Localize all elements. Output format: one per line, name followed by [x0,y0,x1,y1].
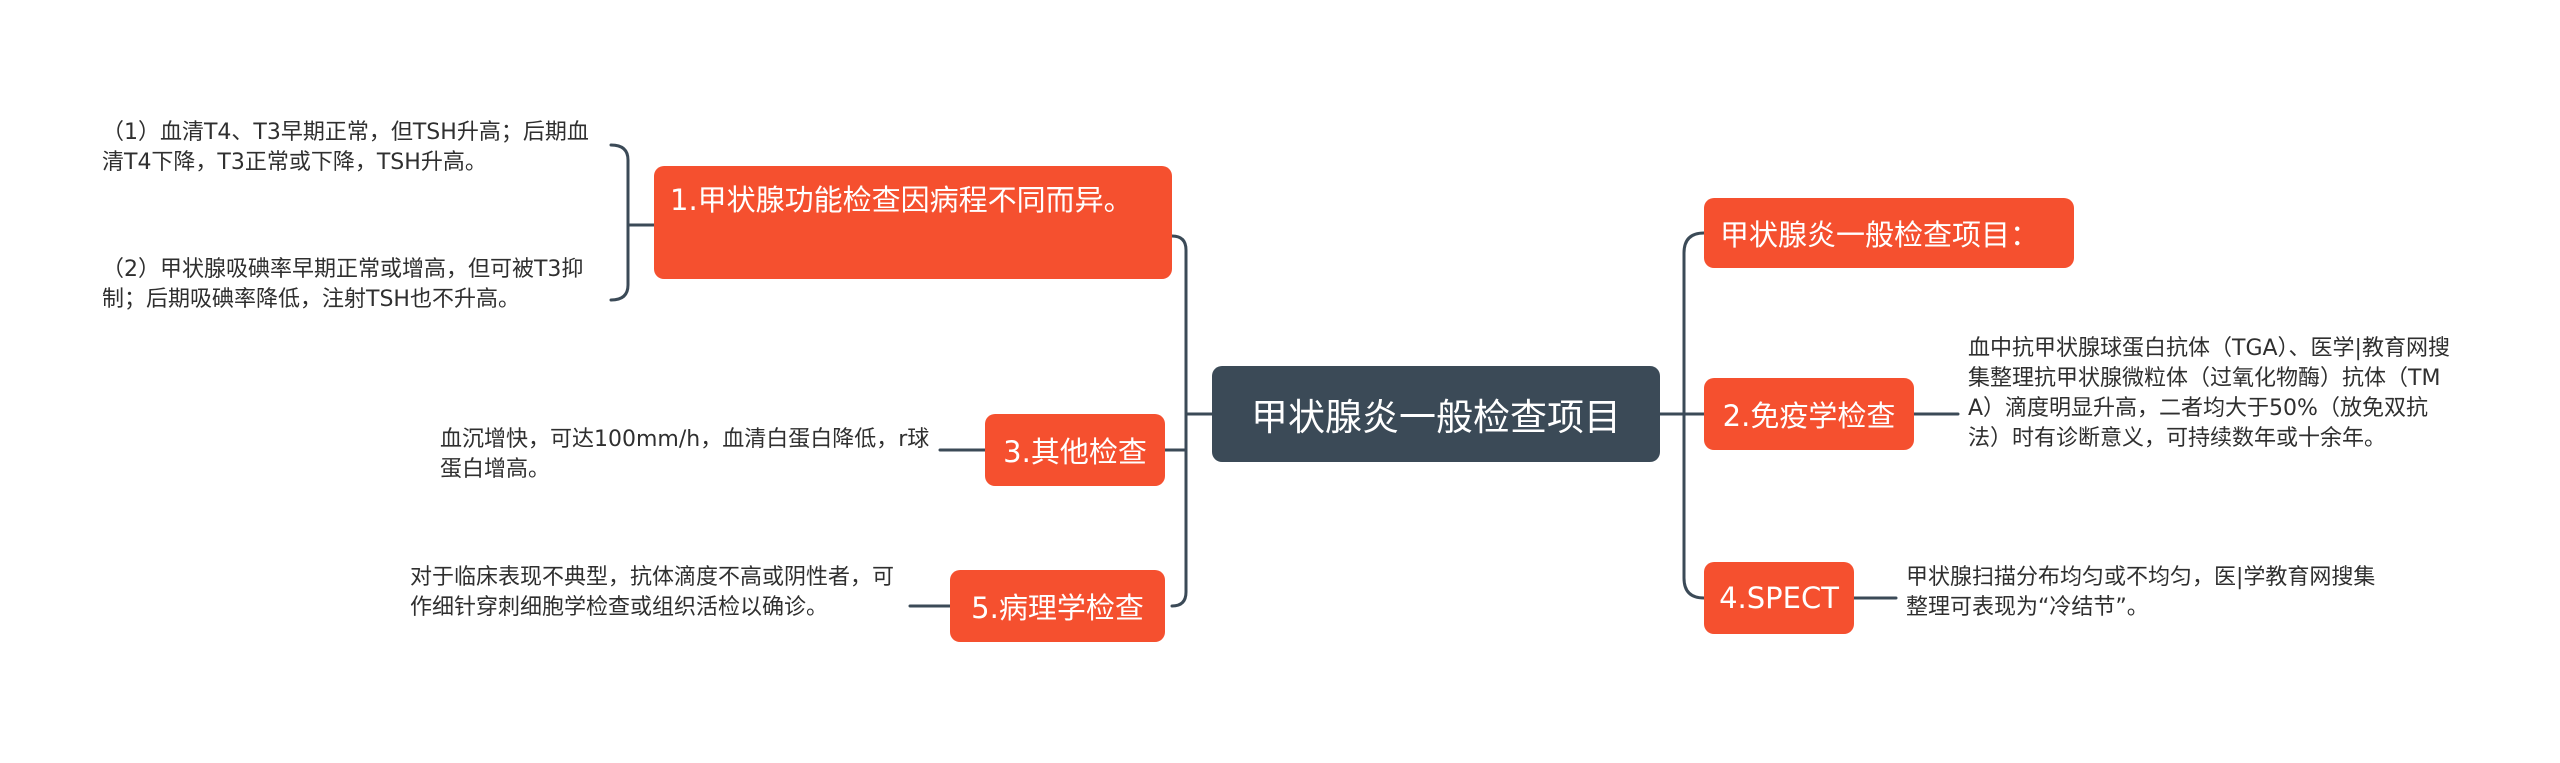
detail-other-tests: 血沉增快，可达100mm/h，血清白蛋白降低，r球蛋白增高。 [440,427,930,482]
detail-spect: 甲状腺扫描分布均匀或不均匀，医|学教育网搜集整理可表现为“冷结节”。 [1906,565,2376,620]
branch-thyroid-function-label: 1.甲状腺功能检查因病程不同而异。 [670,183,1133,217]
connector-bracket-1 [609,143,630,302]
detail-immunology: 血中抗甲状腺球蛋白抗体（TGA）、医学|教育网搜集整理抗甲状腺微粒体（过氧化物酶… [1968,336,2450,451]
branch-pathology[interactable]: 5.病理学检查 [950,570,1165,642]
central-topic-label: 甲状腺炎一般检查项目 [1251,396,1621,439]
branch-spect[interactable]: 4.SPECT [1704,562,1854,634]
branch-pathology-label: 5.病理学检查 [971,591,1144,625]
branch-immunology[interactable]: 2.免疫学检查 [1704,378,1914,450]
branch-general-items-label: 甲状腺炎一般检查项目： [1720,218,2040,252]
central-topic[interactable]: 甲状腺炎一般检查项目 [1212,366,1660,462]
branch-other-tests-label: 3.其他检查 [1003,435,1147,469]
branch-immunology-label: 2.免疫学检查 [1722,399,1896,433]
branch-other-tests[interactable]: 3.其他检查 [985,414,1165,486]
detail-pathology: 对于临床表现不典型，抗体滴度不高或阴性者，可作细针穿刺细胞学检查或组织活检以确诊… [410,565,895,620]
connector-left-trunk [1170,234,1188,608]
branch-general-items[interactable]: 甲状腺炎一般检查项目： [1704,198,2074,268]
detail-thyroid-function-2: （2）甲状腺吸碘率早期正常或增高，但可被T3抑制；后期吸碘率降低，注射TSH也不… [102,257,584,312]
detail-thyroid-function-1: （1）血清T4、T3早期正常，但TSH升高；后期血清T4下降，T3正常或下降，T… [102,120,589,175]
branch-thyroid-function[interactable]: 1.甲状腺功能检查因病程不同而异。 [654,166,1172,279]
branch-spect-label: 4.SPECT [1719,581,1839,615]
